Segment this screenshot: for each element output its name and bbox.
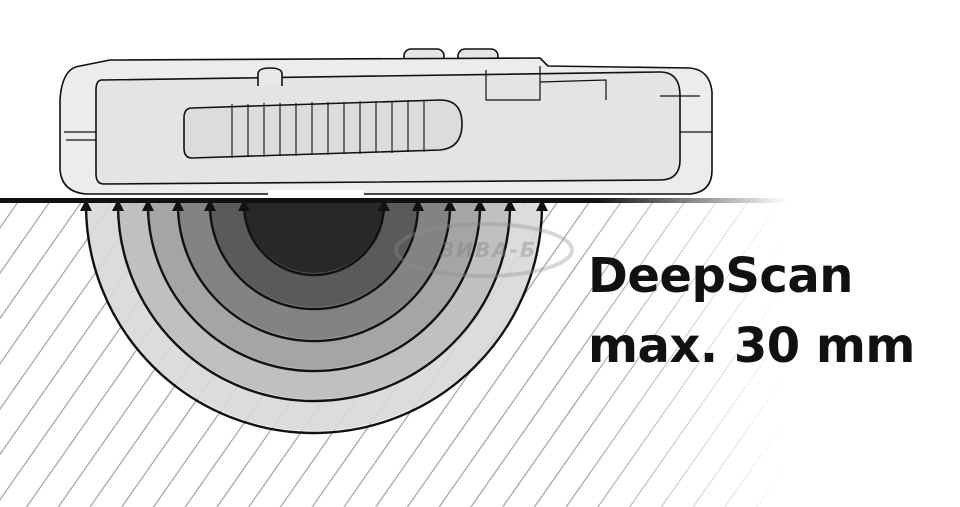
watermark-text: ЗИВА-Б [440,238,538,262]
caption-depth: max. 30 mm [588,318,915,374]
caption-title: DeepScan [588,248,853,304]
watermark-logo [394,222,574,278]
fade-overlay [0,201,960,507]
wall-scanner-icon [59,48,713,196]
wall-surface-line [0,198,960,203]
